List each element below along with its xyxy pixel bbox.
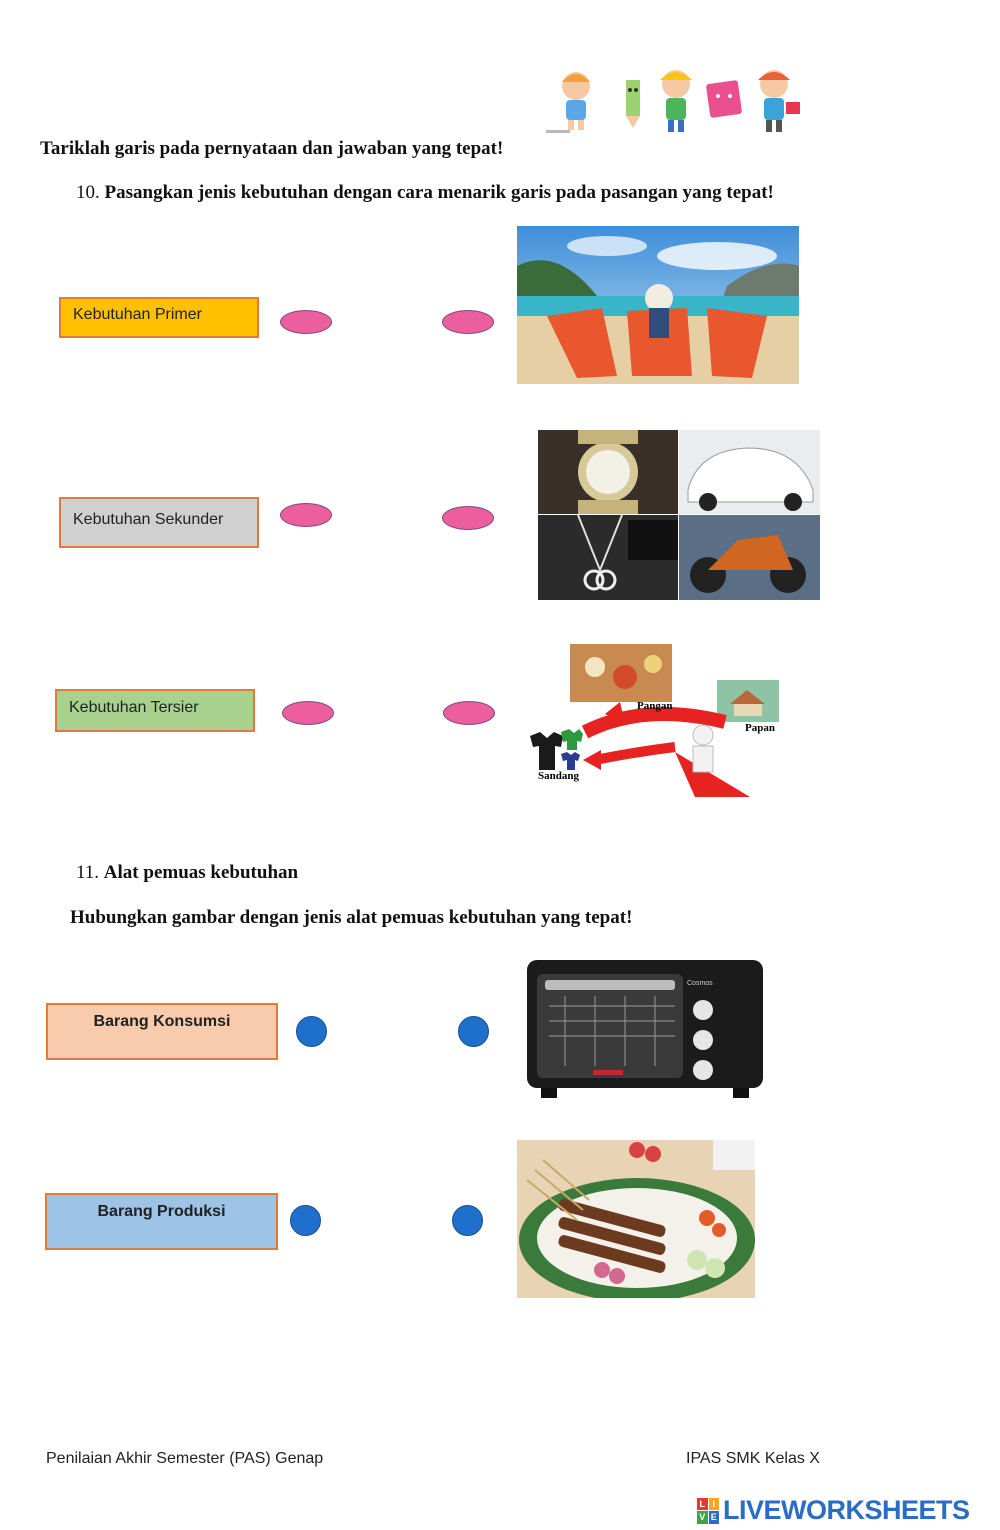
badge-letter-e: E: [708, 1511, 719, 1524]
join-dot-konsumsi-right[interactable]: [458, 1016, 489, 1047]
oven-brand: Cosmos: [687, 980, 713, 987]
join-dot-tersier-left[interactable]: [282, 701, 334, 725]
footer-right: IPAS SMK Kelas X: [686, 1450, 820, 1467]
label-kebutuhan-sekunder[interactable]: Kebutuhan Sekunder: [59, 497, 259, 548]
question-10-text: Pasangkan jenis kebutuhan dengan cara me…: [104, 182, 774, 203]
label-barang-konsumsi[interactable]: Barang Konsumsi: [46, 1003, 278, 1060]
label-kebutuhan-tersier[interactable]: Kebutuhan Tersier: [55, 689, 255, 732]
liveworksheets-logo-text: LIVEWORKSHEETS: [723, 1495, 970, 1525]
beach-vacation-image: [517, 226, 799, 384]
join-dot-primer-left[interactable]: [280, 310, 332, 334]
question-10: 10. Pasangkan jenis kebutuhan dengan car…: [76, 182, 774, 204]
join-dot-produksi-left[interactable]: [290, 1205, 321, 1236]
badge-letter-l: L: [697, 1497, 708, 1510]
luxury-items-image: [538, 430, 820, 600]
label-kebutuhan-primer[interactable]: Kebutuhan Primer: [59, 297, 259, 338]
join-dot-sekunder-right[interactable]: [442, 506, 494, 530]
footer-left: Penilaian Akhir Semester (PAS) Genap: [46, 1450, 324, 1467]
join-dot-primer-right[interactable]: [442, 310, 494, 334]
liveworksheets-logo: L I V E LIVEWORKSHEETS: [697, 1495, 970, 1526]
badge-letter-i: I: [708, 1497, 719, 1510]
label-barang-produksi[interactable]: Barang Produksi: [45, 1193, 278, 1250]
kids-illustration: [546, 66, 808, 136]
join-dot-sekunder-left[interactable]: [280, 503, 332, 527]
label-kebutuhan-sekunder-text: Kebutuhan Sekunder: [73, 510, 224, 528]
caption-sandang: Sandang: [538, 770, 579, 782]
question-10-number: 10.: [76, 182, 100, 203]
badge-letter-v: V: [697, 1511, 708, 1524]
join-dot-konsumsi-left[interactable]: [296, 1016, 327, 1047]
liveworksheets-badge-icon: L I V E: [697, 1497, 719, 1524]
label-barang-konsumsi-text: Barang Konsumsi: [93, 1012, 231, 1030]
join-dot-produksi-right[interactable]: [452, 1205, 483, 1236]
basic-needs-image: Pangan Papan Sandang: [525, 642, 785, 797]
question-11: 11. Alat pemuas kebutuhan: [76, 862, 298, 884]
question-11-instruction: Hubungkan gambar dengan jenis alat pemua…: [70, 907, 633, 928]
caption-pangan: Pangan: [637, 700, 673, 712]
label-kebutuhan-primer-text: Kebutuhan Primer: [73, 305, 202, 323]
label-kebutuhan-tersier-text: Kebutuhan Tersier: [69, 698, 199, 716]
caption-papan: Papan: [745, 722, 775, 734]
label-barang-produksi-text: Barang Produksi: [97, 1202, 226, 1220]
join-dot-tersier-right[interactable]: [443, 701, 495, 725]
satay-image: [517, 1140, 755, 1298]
oven-image: Cosmos: [525, 956, 765, 1114]
question-11-title: Alat pemuas kebutuhan: [103, 862, 299, 883]
instructions: Tariklah garis pada pernyataan dan jawab…: [40, 138, 504, 159]
question-11-number: 11.: [76, 862, 100, 883]
